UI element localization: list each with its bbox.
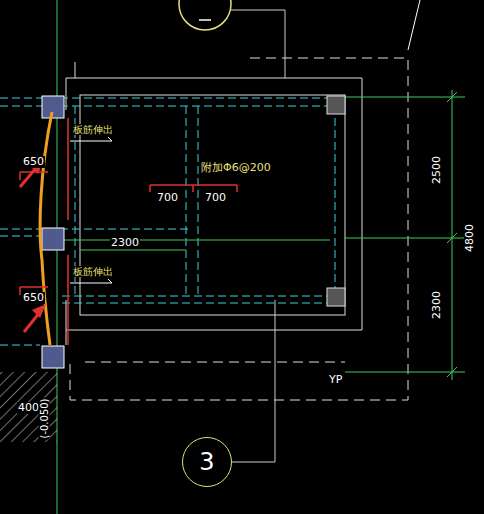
rebar-note: 板筋伸出 [72,124,114,135]
dimension: 700 [156,192,179,204]
dimension: 2300 [110,237,140,249]
dimension: 4800 [464,223,476,253]
axis-circle [179,0,231,30]
rebar-note: 附加Φ6@200 [200,162,272,174]
callout-label: YP [328,374,343,386]
rebar-note: 板筋伸出 [72,266,114,277]
elevation: (-0.050) [38,397,49,439]
axis-circle: 3 [182,437,232,487]
dimension: 700 [204,192,227,204]
dimension: 650 [22,292,45,304]
dimension: 2300 [431,290,443,320]
dimension: 400 [17,402,40,414]
dimension: 650 [22,156,45,168]
axis-number: 3 [199,450,214,474]
dimension: 2500 [431,155,443,185]
